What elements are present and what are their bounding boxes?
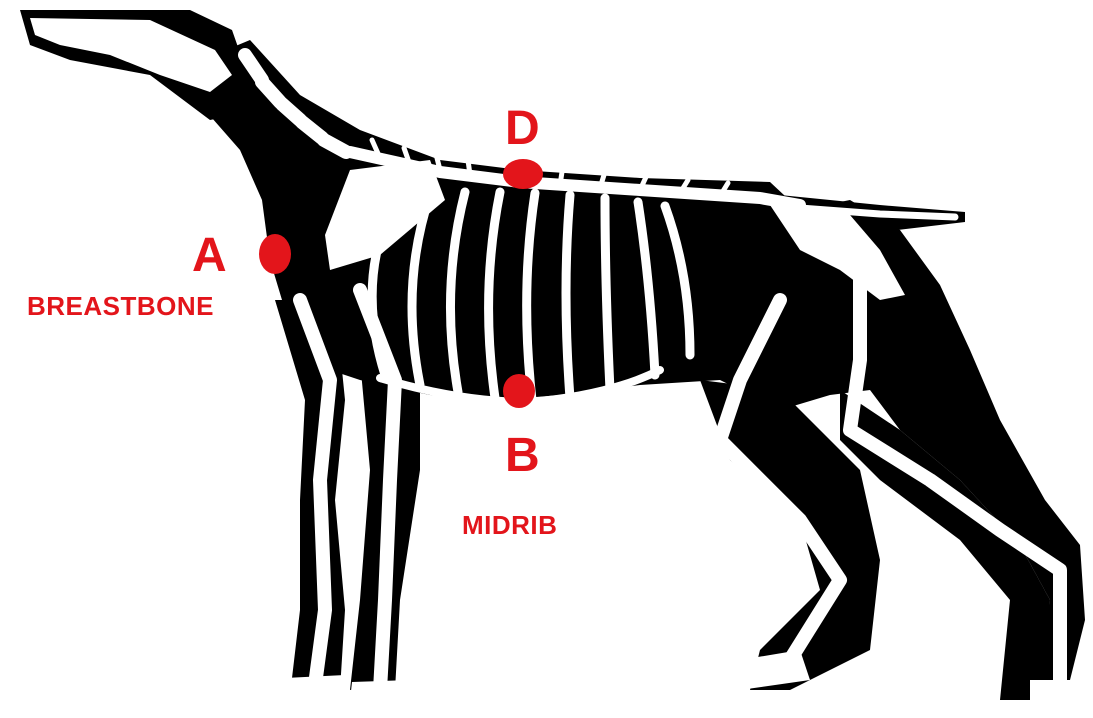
marker-d-letter: D [505,105,540,153]
marker-a-name: BREASTBONE [27,293,214,319]
marker-b-letter: B [505,432,540,480]
dog-silhouette [20,10,1085,700]
marker-a-letter: A [192,232,227,280]
marker-b-name: MIDRIB [462,512,557,538]
marker-d-dot [503,159,543,189]
marker-b-dot [503,374,535,408]
marker-a-dot [259,234,291,274]
